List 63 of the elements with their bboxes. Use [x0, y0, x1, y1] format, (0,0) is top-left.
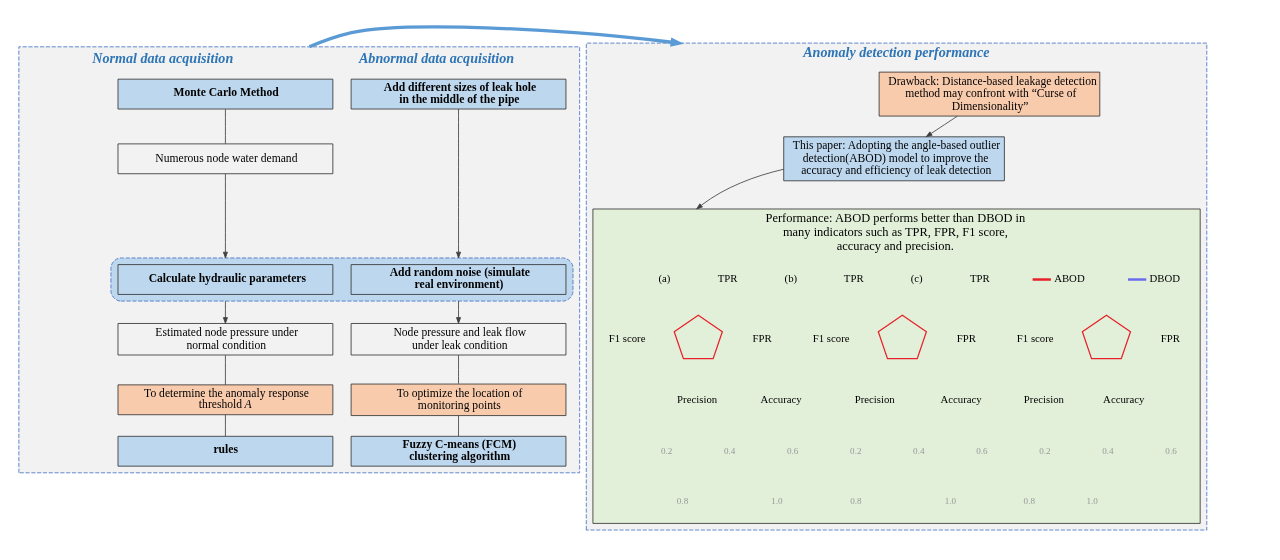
label: FPR [956, 331, 976, 344]
node-box: Estimated node pressure under normal condition [117, 322, 334, 355]
label: (c) [910, 271, 923, 284]
connector [225, 354, 226, 385]
label: Precision [854, 392, 895, 405]
label: TPR [717, 271, 738, 284]
label: FPR [1160, 331, 1180, 344]
label: 0.2 [1039, 445, 1051, 456]
label: 0.8 [676, 495, 689, 506]
node-box: This paper: Adopting the angle-based outlier detection(ABOD) model to improve the accuracy and efficiency of leak detection [783, 135, 1005, 181]
node-box: Add random noise (simulate real environment) [350, 263, 567, 295]
label: 1.0 [944, 495, 957, 506]
legend-label: ABOD [1054, 271, 1085, 284]
node-box: Calculate hydraulic parameters [117, 263, 334, 295]
label: Precision [677, 392, 718, 405]
arrow [222, 172, 228, 258]
label: (a) [658, 271, 671, 284]
label: 0.4 [723, 445, 736, 456]
label: F1 score [608, 331, 646, 344]
node-box: Add different sizes of leak hole in the middle of the pipe [350, 78, 567, 109]
label: Precision [1023, 392, 1064, 405]
label: FPR [752, 331, 772, 344]
arrow [222, 300, 228, 324]
node-box: Numerous node water demand [117, 142, 334, 174]
node-box: Drawback: Distance-based leakage detection method may confront with “Curse of Dimensionality” [878, 71, 1101, 116]
label: 0.2 [850, 445, 862, 456]
connector [458, 354, 459, 384]
node-box: Monte Carlo Method [117, 78, 334, 109]
node-box: To determine the anomaly response threshold A [117, 383, 334, 415]
label: (b) [784, 271, 798, 284]
arrow [456, 300, 461, 324]
label: 0.6 [976, 445, 988, 456]
arrow [456, 108, 461, 258]
label: 0.6 [787, 445, 799, 456]
label: Accuracy [1103, 392, 1145, 405]
node-box: To optimize the location of monitoring points [350, 383, 567, 416]
node-box: Fuzzy C-means (FCM) clustering algorithm [350, 435, 567, 467]
label: 0.4 [1102, 445, 1114, 456]
label: 1.0 [771, 495, 783, 506]
connector [225, 108, 226, 144]
connector [225, 413, 226, 436]
label: Accuracy [940, 392, 982, 405]
connector [458, 414, 459, 437]
label: Accuracy [760, 392, 802, 405]
node-picture [1081, 313, 1132, 359]
node-picture [877, 313, 928, 359]
node-box: Node pressure and leak flow under leak condition [350, 322, 567, 355]
arrow [308, 24, 684, 48]
arrow [925, 115, 958, 137]
legend-label: DBOD [1149, 271, 1181, 284]
cluster [110, 257, 574, 301]
label: 0.6 [1165, 445, 1177, 456]
label: TPR [843, 271, 864, 284]
label: 0.4 [913, 445, 925, 456]
node-picture [673, 313, 724, 359]
label: F1 score [812, 331, 850, 344]
label: 0.8 [850, 495, 862, 506]
label: 0.2 [660, 445, 673, 456]
label: 0.8 [1023, 495, 1035, 506]
label: TPR [969, 271, 990, 284]
node-box: rules [117, 435, 334, 467]
arrow [696, 168, 785, 209]
label: F1 score [1016, 331, 1054, 344]
